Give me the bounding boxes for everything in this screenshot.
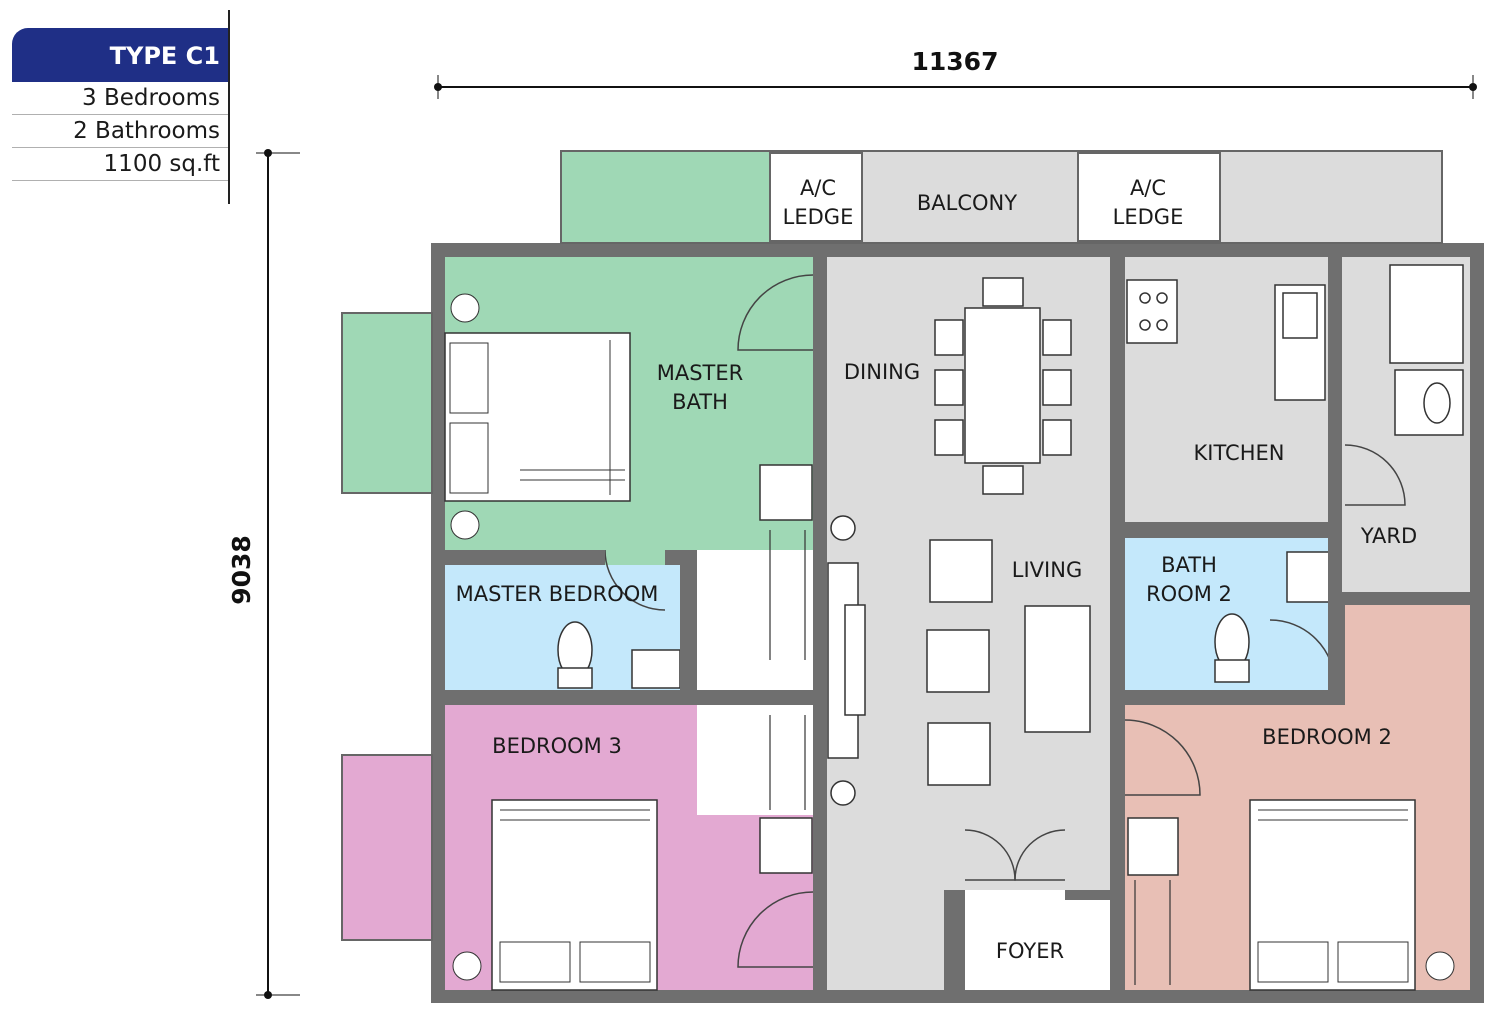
unit-info-box: TYPE C1 3 Bedrooms 2 Bathrooms 1100 sq.f… <box>12 28 230 181</box>
bedroom3-planter <box>341 754 433 941</box>
ac-ledge-left-label-1: A/C <box>800 176 836 200</box>
bedroom2-label: BEDROOM 2 <box>1262 725 1392 749</box>
master-bath-label-2: BATH <box>672 390 728 414</box>
bathroom2-label-2: ROOM 2 <box>1146 582 1232 606</box>
living-furniture <box>827 515 1091 806</box>
height-label: 9038 <box>227 535 256 605</box>
master-balcony <box>560 150 771 244</box>
ac-ledge-left-label-2: LEDGE <box>783 205 854 229</box>
wardrobe-icons <box>769 530 1171 985</box>
bathroom-fixtures <box>557 464 1330 876</box>
dining-table-icon <box>934 277 1072 495</box>
foyer-zone <box>944 890 1110 990</box>
master-bedroom-label: MASTER BEDROOM <box>456 582 659 606</box>
bedroom3-label: BEDROOM 3 <box>492 734 622 758</box>
bedroom3-bed-icon <box>452 799 658 991</box>
unit-type-title: TYPE C1 <box>12 28 230 82</box>
width-dimension: 11367 <box>434 47 1477 99</box>
ac-ledge-right-label-2: LEDGE <box>1113 205 1184 229</box>
bathroom2-label-1: BATH <box>1161 553 1217 577</box>
master-bath-label-1: MASTER <box>657 361 744 385</box>
width-label: 11367 <box>912 47 999 76</box>
master-planter <box>341 312 433 494</box>
balcony-label: BALCONY <box>917 191 1017 215</box>
ac-ledge-right-label-1: A/C <box>1130 176 1166 200</box>
inner-walls <box>445 257 1470 990</box>
height-dimension: 9038 <box>227 149 300 999</box>
spec-bedrooms: 3 Bedrooms <box>12 82 230 115</box>
kitchen-label: KITCHEN <box>1194 441 1285 465</box>
dining-label: DINING <box>844 360 920 384</box>
ac-ledge-left <box>769 152 863 242</box>
info-divider <box>228 10 230 204</box>
master-wardrobe <box>697 550 814 690</box>
spec-area: 1100 sq.ft <box>12 148 230 181</box>
yard-label: YARD <box>1360 524 1417 548</box>
bedroom3-wardrobe <box>697 705 814 815</box>
foyer-label: FOYER <box>996 939 1064 963</box>
living-label: LIVING <box>1012 558 1082 582</box>
master-bed-icon <box>444 293 631 540</box>
spec-bathrooms: 2 Bathrooms <box>12 115 230 148</box>
kitchen-fixtures <box>1126 264 1464 436</box>
bedroom2-bed-icon <box>1249 799 1455 991</box>
ac-ledge-right <box>1077 152 1221 242</box>
